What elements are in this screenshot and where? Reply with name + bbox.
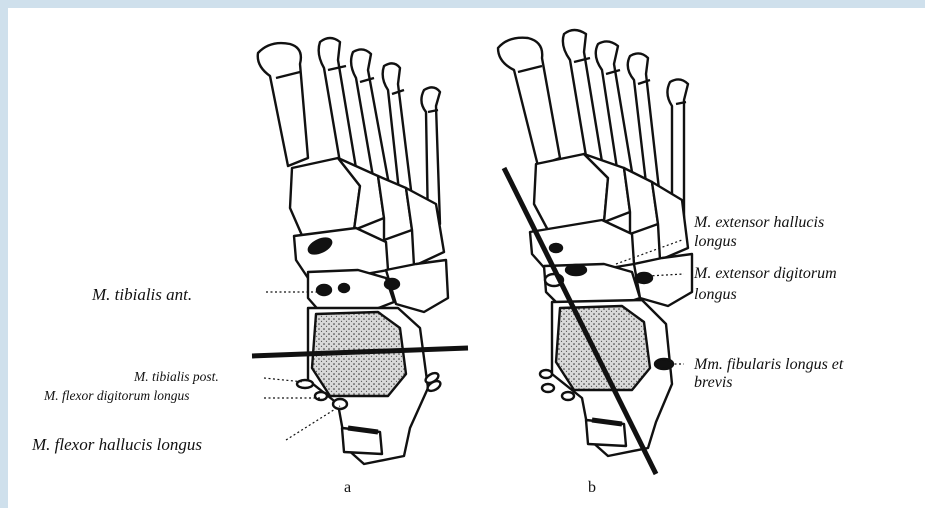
foot-a	[252, 38, 468, 464]
label-extensor-digitorum-line1: M. extensor digitorum	[694, 264, 837, 283]
label-fibularis-line2: brevis	[694, 373, 733, 392]
panel-label-a: a	[344, 478, 351, 497]
label-extensor-hallucis-line1: M. extensor hallucis	[694, 213, 824, 232]
foot-skeleton-figure	[8, 8, 925, 508]
foot-b-midfoot	[530, 154, 692, 310]
label-extensor-hallucis-line2: longus	[694, 232, 737, 251]
foot-a-hindfoot	[297, 308, 442, 464]
foot-b	[498, 30, 692, 474]
label-flexor-hallucis-longus: M. flexor hallucis longus	[32, 435, 202, 454]
foot-a-midfoot	[290, 158, 448, 314]
label-fibularis-line1: Mm. fibularis longus et	[694, 355, 843, 374]
label-extensor-digitorum-line2: longus	[694, 285, 737, 304]
label-flexor-digitorum-longus: M. flexor digitorum longus	[44, 388, 190, 403]
label-tibialis-ant: M. tibialis ant.	[92, 285, 192, 304]
label-tibialis-post: M. tibialis post.	[134, 369, 219, 384]
panel-label-b: b	[588, 478, 596, 497]
figure-frame: M. tibialis ant. M. tibialis post. M. fl…	[8, 8, 925, 508]
